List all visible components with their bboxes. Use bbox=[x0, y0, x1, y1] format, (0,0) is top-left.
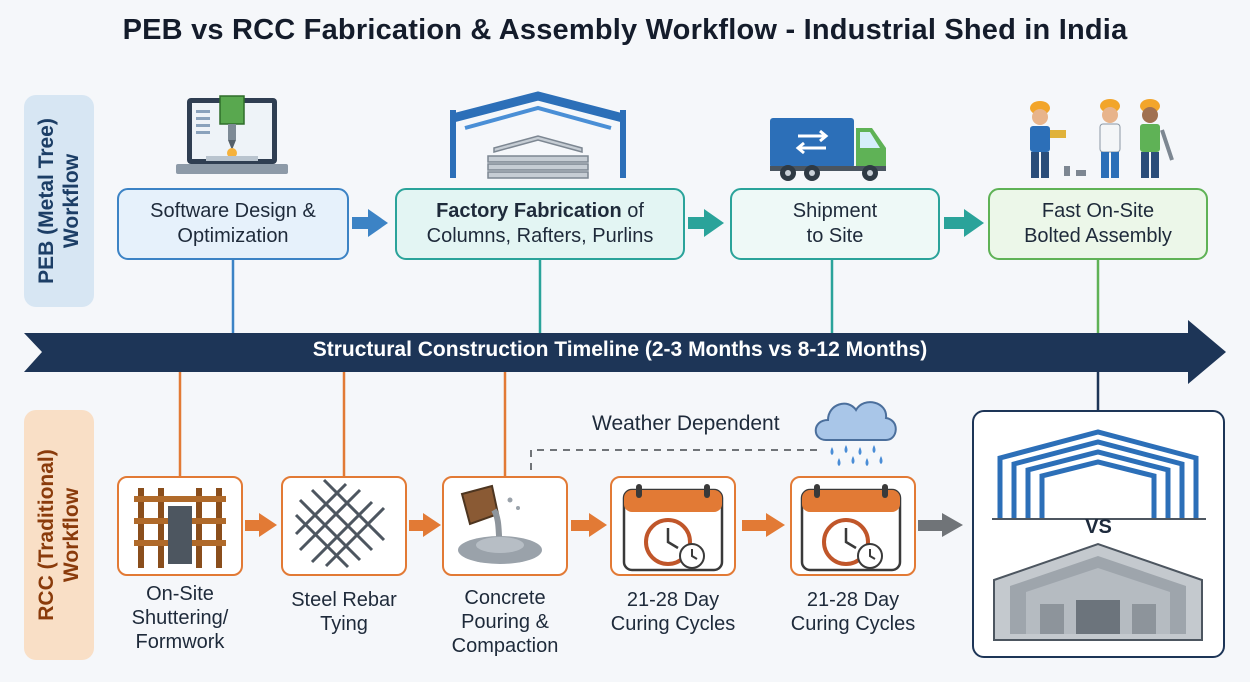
step-text-bold: Factory Fabrication bbox=[436, 200, 622, 222]
rcc-arrow-5 bbox=[918, 513, 963, 537]
weather-dependent-label: Weather Dependent bbox=[592, 412, 780, 435]
rcc-workflow-label: RCC (Traditional)Workflow bbox=[24, 410, 94, 660]
delivery-truck-icon bbox=[770, 118, 886, 181]
step-text: On-Site bbox=[146, 583, 214, 605]
step-software-design: Software Design & Optimization bbox=[117, 188, 349, 260]
step-text: Concrete bbox=[464, 587, 546, 609]
timeline-arrow bbox=[24, 320, 1226, 384]
step-curing-box-2 bbox=[790, 476, 916, 576]
step-text: Bolted Assembly bbox=[1024, 225, 1172, 247]
peb-arrow-2 bbox=[688, 209, 724, 237]
rain-cloud-icon bbox=[814, 401, 897, 466]
step-formwork-box bbox=[117, 476, 243, 576]
step-text: Formwork bbox=[135, 631, 225, 653]
step-text: Pouring & bbox=[461, 611, 549, 633]
peb-arrow-3 bbox=[944, 209, 984, 237]
rcc-step-label-curing-2: 21-28 Day Curing Cycles bbox=[768, 588, 938, 636]
step-text: Compaction bbox=[451, 635, 559, 657]
rcc-arrow-3 bbox=[571, 513, 607, 537]
workers-icon bbox=[1030, 99, 1174, 178]
step-text: Steel Rebar bbox=[291, 589, 397, 611]
cnc-computer-icon bbox=[176, 95, 288, 174]
diagram-title: PEB vs RCC Fabrication & Assembly Workfl… bbox=[122, 14, 1128, 46]
step-text: Fast On-Site bbox=[1041, 200, 1155, 222]
step-text: Columns, Rafters, Purlins bbox=[426, 225, 654, 247]
peb-workflow-label: PEB (Metal Tree)Workflow bbox=[24, 95, 94, 307]
vs-label: VS bbox=[1085, 516, 1112, 538]
step-text: Curing Cycles bbox=[790, 613, 916, 635]
rcc-step-label-curing-1: 21-28 Day Curing Cycles bbox=[588, 588, 758, 636]
step-text: of bbox=[621, 200, 644, 222]
step-curing-box-1 bbox=[610, 476, 736, 576]
rcc-arrow-1 bbox=[245, 513, 277, 537]
weather-dashed-line bbox=[530, 449, 820, 470]
step-rebar-box bbox=[281, 476, 407, 576]
peb-arrow-1 bbox=[352, 209, 388, 237]
step-shipment: Shipment to Site bbox=[730, 188, 940, 260]
step-text: to Site bbox=[806, 225, 864, 247]
step-text: Software Design & bbox=[150, 200, 316, 222]
step-text: Shipment bbox=[792, 200, 878, 222]
step-concrete-box bbox=[442, 476, 568, 576]
rcc-arrow-2 bbox=[409, 513, 441, 537]
steel-frame-icon bbox=[450, 91, 626, 179]
step-text: Tying bbox=[320, 613, 368, 635]
step-text: 21-28 Day bbox=[626, 589, 720, 611]
rcc-step-label-concrete: Concrete Pouring & Compaction bbox=[420, 586, 590, 658]
step-text: 21-28 Day bbox=[806, 589, 900, 611]
rcc-step-label-rebar: Steel Rebar Tying bbox=[259, 588, 429, 636]
step-text: Optimization bbox=[177, 225, 289, 247]
step-text: Curing Cycles bbox=[610, 613, 736, 635]
timeline-label: Structural Construction Timeline (2-3 Mo… bbox=[312, 338, 928, 361]
rcc-arrow-4 bbox=[742, 513, 785, 537]
step-text: Shuttering/ bbox=[131, 607, 229, 629]
rcc-step-label-formwork: On-Site Shuttering/ Formwork bbox=[95, 582, 265, 654]
